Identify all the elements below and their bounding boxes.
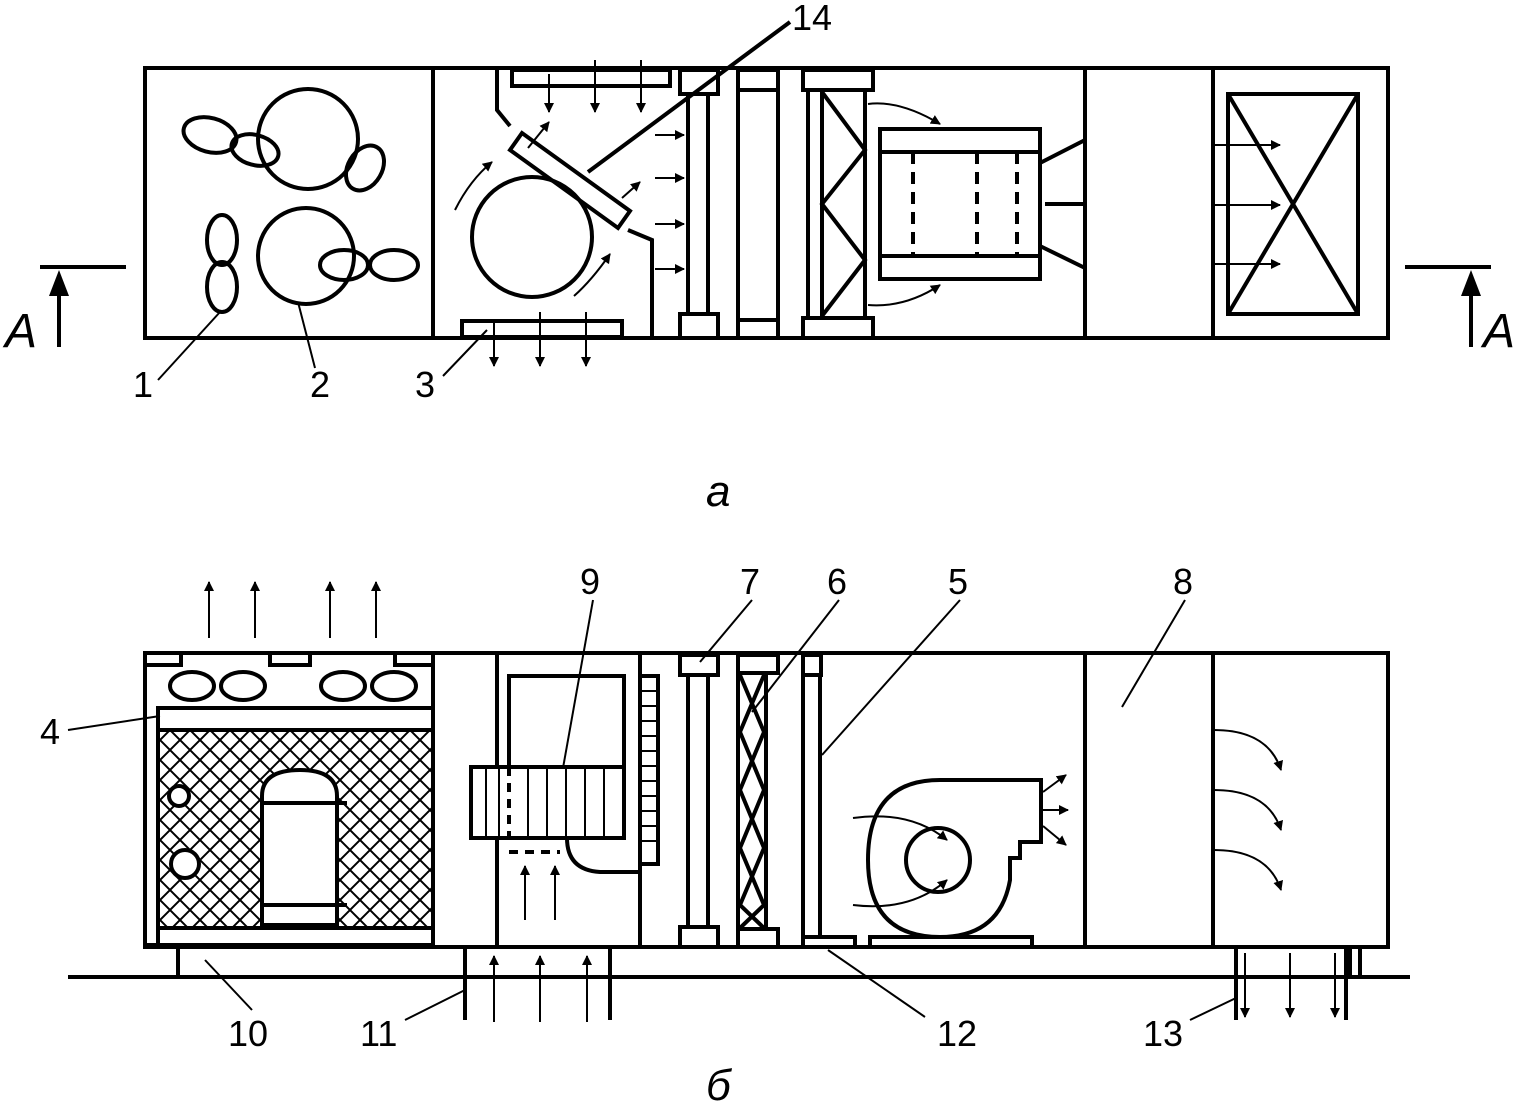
exhaust-arrows bbox=[204, 581, 381, 638]
callout-8: 8 bbox=[1173, 561, 1193, 602]
view-a-plan: А А 1 2 3 14 а bbox=[2, 0, 1515, 516]
leader-5 bbox=[821, 599, 961, 756]
callout-13: 13 bbox=[1143, 1013, 1183, 1054]
leader-8 bbox=[1121, 599, 1186, 708]
section-marker-left: А bbox=[2, 265, 126, 358]
section-label-right: А bbox=[1480, 305, 1515, 358]
callout-10: 10 bbox=[228, 1013, 268, 1054]
callout-5: 5 bbox=[948, 561, 968, 602]
callout-11: 11 bbox=[360, 1013, 397, 1054]
outlet-section-top bbox=[1213, 92, 1360, 316]
callout-12: 12 bbox=[937, 1013, 977, 1054]
supply-outlet-section bbox=[1213, 729, 1348, 1020]
condensing-unit-section bbox=[143, 651, 435, 947]
leader-4 bbox=[67, 715, 161, 731]
caption-a: а bbox=[706, 467, 730, 516]
centrifugal-fan bbox=[852, 774, 1069, 949]
leader-3 bbox=[442, 329, 488, 377]
leader-1 bbox=[157, 311, 221, 381]
view-b-section: 4 9 7 6 5 8 10 11 12 13 б bbox=[40, 561, 1410, 1107]
callout-2: 2 bbox=[310, 364, 330, 405]
evaporator-coil-section bbox=[469, 674, 660, 920]
leader-6 bbox=[751, 599, 840, 713]
leader-11 bbox=[404, 989, 466, 1021]
caption-b: б bbox=[706, 1061, 733, 1107]
leader-9 bbox=[562, 599, 594, 769]
return-air-inlet bbox=[463, 947, 612, 1022]
section-marker-right: А bbox=[1405, 265, 1515, 358]
leader-2 bbox=[297, 301, 316, 369]
callout-4: 4 bbox=[40, 711, 60, 752]
compressor-group bbox=[181, 87, 420, 314]
leader-12 bbox=[827, 949, 926, 1018]
leader-7 bbox=[699, 599, 753, 663]
callout-9: 9 bbox=[580, 561, 600, 602]
callout-6: 6 bbox=[827, 561, 847, 602]
callout-7: 7 bbox=[740, 561, 760, 602]
supply-fan-top bbox=[867, 102, 1086, 307]
callout-14: 14 bbox=[792, 0, 832, 38]
callout-1: 1 bbox=[133, 364, 153, 405]
leader-13 bbox=[1189, 997, 1237, 1021]
coil-columns-top bbox=[678, 68, 875, 340]
section-label-left: А bbox=[2, 305, 37, 358]
filter-columns-section bbox=[678, 653, 857, 949]
callout-3: 3 bbox=[415, 364, 435, 405]
leader-10 bbox=[204, 959, 253, 1011]
